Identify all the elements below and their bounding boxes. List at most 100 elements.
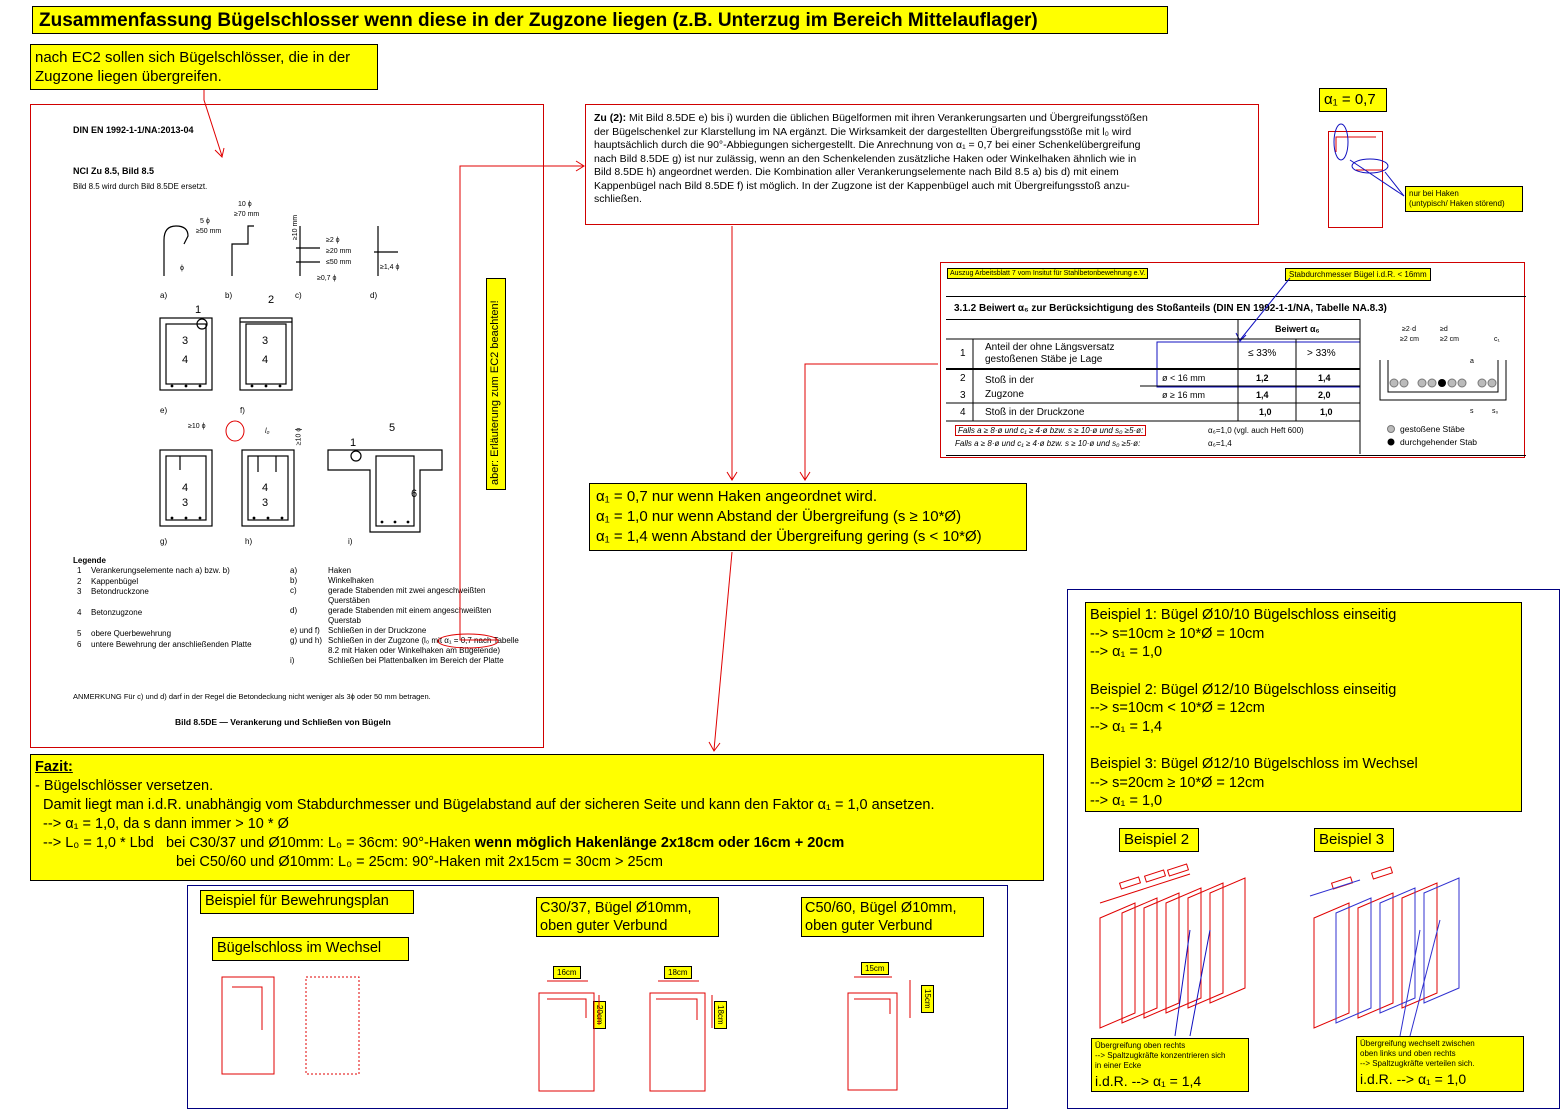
- fig-letter-e: e): [160, 406, 168, 415]
- haken-note-line: nur bei Haken: [1409, 189, 1459, 198]
- plan-subtitle: Bügelschloss im Wechsel: [212, 937, 409, 961]
- bsp3-stirrups: [1313, 902, 1350, 1029]
- plan-c30-stirrup-2: [649, 992, 706, 1092]
- connector-ec2-to-din: [203, 90, 223, 157]
- legend-right: a)Haken b)Winkelhaken c)gerade Stabenden…: [290, 566, 520, 666]
- plan-stirrup-solid: [221, 976, 275, 1075]
- plan-c50-line: C50/60, Bügel Ø10mm,: [805, 900, 957, 916]
- table-legend-durchgehend: durchgehender Stab: [1400, 437, 1478, 447]
- legend-text: Schließen in der Druckzone: [328, 626, 427, 635]
- legend-text: Betondruckzone: [91, 587, 149, 596]
- dim-70mm: ≥70 mm: [234, 211, 260, 218]
- arrow-head-zu2: [575, 160, 585, 172]
- legend-title: Legende: [73, 556, 106, 565]
- fazit-line: --> α₁ = 1,0, da s dann immer > 10 * Ø: [35, 816, 289, 832]
- legend-key: a): [290, 566, 298, 575]
- beispiel-2-line: --> s=10cm < 10*Ø = 12cm: [1090, 700, 1265, 716]
- connector-rules-to-fazit: [713, 551, 733, 751]
- num-1-e: 1: [195, 304, 202, 316]
- sketch-e: [159, 317, 213, 391]
- legend-text: Schließen bei Plattenbalken im Bereich d…: [328, 656, 504, 665]
- highlight-circle-alpha: [437, 633, 499, 649]
- bsp2-stirrups: [1099, 902, 1136, 1029]
- dim-50mm: ≥50 mm: [196, 228, 222, 235]
- fazit-title: Fazit:: [35, 759, 73, 775]
- beispiel-3-line: --> s=20cm ≥ 10*Ø = 12cm: [1090, 774, 1265, 791]
- plan-c30-stirrup-1: [538, 992, 595, 1092]
- ec2-note: nach EC2 sollen sich Bügelschlösser, die…: [30, 44, 378, 90]
- table-highlight-box: [1156, 341, 1361, 388]
- legend-text: obere Querbewehrung: [91, 629, 172, 638]
- bsp3-note-line: Übergreifung wechselt zwischen: [1360, 1039, 1475, 1048]
- sketch-h: [241, 449, 295, 527]
- hook-ellipse-1: [1333, 123, 1349, 161]
- zu2-line: hauptsächlich durch die 90°-Abbiegungen …: [594, 139, 1141, 151]
- num-3-f: 3: [262, 335, 269, 347]
- zu2-line: Kappenbügel nach Bild 8.5DE f) ist mögli…: [594, 179, 1130, 192]
- table-heading: 3.1.2 Beiwert α₆ zur Berücksichtigung de…: [954, 303, 1387, 314]
- din-replace: Bild 8.5 wird durch Bild 8.5DE ersetzt.: [73, 182, 208, 191]
- table-inner: [946, 296, 1526, 456]
- table-row-3-b: 2,0: [1318, 390, 1331, 400]
- table-fig-dim: ≥2 cm: [1440, 336, 1460, 343]
- fazit-box: Fazit: - Bügelschlösser versetzen. Damit…: [30, 754, 1044, 881]
- table-row-2-n: 2: [960, 373, 966, 384]
- din-nci: NCI Zu 8.5, Bild 8.5: [73, 166, 155, 176]
- dim-l0: l₀: [265, 428, 270, 435]
- table-foot-2-val: α₆=1,4: [1208, 439, 1232, 448]
- din-anmerkung: ANMERKUNG Für c) und d) darf in der Rege…: [73, 692, 431, 701]
- table-row-4-n: 4: [960, 407, 966, 418]
- fig-letter-g: g): [160, 537, 168, 546]
- legend-text: Schließen in der Zugzone (l₀ mit α₁ = 0,…: [328, 636, 519, 655]
- plan-c50-line: oben guter Verbund: [805, 918, 933, 934]
- fig-letter-a: a): [160, 291, 168, 300]
- dim-2phi: ≥2 ϕ: [326, 237, 340, 244]
- connector-din-to-zu2: [459, 165, 584, 641]
- table-fig-dim: a: [1470, 358, 1474, 365]
- sketch-b: [231, 225, 254, 276]
- bsp3-note-line: oben links und oben rechts: [1360, 1049, 1456, 1058]
- beispiel-3-note: Übergreifung wechselt zwischen oben link…: [1356, 1036, 1524, 1092]
- table-foot-1: Falls a ≥ 8·ø und c₁ ≥ 4·ø bzw. s ≥ 10·ø…: [955, 425, 1147, 436]
- page-title: Zusammenfassung Bügelschlosser wenn dies…: [32, 6, 1168, 34]
- table-fig-dim: ≥2·d: [1402, 326, 1416, 333]
- num-4-f: 4: [262, 354, 269, 366]
- legend-key: g) und h): [290, 636, 323, 645]
- sketch-g: [159, 449, 213, 527]
- legend-key: b): [290, 576, 298, 585]
- dim-16cm: 16cm: [553, 966, 581, 979]
- fig-letter-h: h): [245, 537, 253, 546]
- ec2-note-line-1: nach EC2 sollen sich Bügelschlösser, die…: [35, 49, 351, 66]
- legend-text: gerade Stabenden mit zwei angeschweißten…: [328, 586, 486, 605]
- table-row-3-n: 3: [960, 390, 966, 401]
- table-row-3-label: Zugzone: [985, 389, 1024, 400]
- zu2-line: nach Bild 8.5DE g) ist nur zulässig, wen…: [594, 152, 1137, 165]
- dim-5phi: 5 ϕ: [200, 218, 210, 225]
- zu2-line: Mit Bild 8.5DE e) bis i) wurden die übli…: [629, 112, 1148, 124]
- table-col-header: Beiwert α₆: [1275, 324, 1320, 334]
- table-row-4-a: 1,0: [1259, 407, 1272, 417]
- table-grid: [946, 319, 1360, 423]
- num-2-f: 2: [268, 294, 275, 306]
- plan-frame: [187, 885, 1008, 1109]
- beispiel-1-line: --> α₁ = 1,0: [1090, 644, 1163, 660]
- legend-text: Haken: [328, 566, 352, 575]
- table-row-1-label: Anteil der ohne Längsversatz gestoßenen …: [985, 342, 1115, 365]
- haken-note: nur bei Haken (untypisch/ Haken störend): [1405, 186, 1523, 212]
- table-row-2-cond: ø < 16 mm: [1162, 373, 1206, 383]
- table-row-3-a: 1,4: [1256, 390, 1269, 400]
- plan-c30-line: C30/37, Bügel Ø10mm,: [540, 900, 692, 916]
- arrow-head-fazit: [708, 741, 721, 752]
- legend-num: 5: [77, 629, 82, 638]
- fazit-line: bei C50/60 und Ø10mm: L₀ = 25cm: 90°-Hak…: [176, 854, 663, 870]
- table-fig-dim: s₀: [1492, 408, 1499, 415]
- plan-c50-stirrup: [847, 992, 898, 1091]
- beispiel-2-line: --> α₁ = 1,4: [1090, 718, 1163, 735]
- beispiel-1-line: --> s=10cm ≥ 10*Ø = 10cm: [1090, 625, 1265, 642]
- alpha-rule: α₁ = 0,7 nur wenn Haken angeordnet wird.: [596, 488, 877, 505]
- legend-text: Verankerungselemente nach a) bzw. b): [91, 566, 230, 575]
- haken-note-line: (untypisch/ Haken störend): [1409, 199, 1505, 208]
- plan-title: Beispiel für Bewehrungsplan: [200, 890, 414, 914]
- din-figure-frame: [30, 104, 544, 748]
- bsp2-result: i.d.R. --> α₁ = 1,4: [1095, 1073, 1202, 1089]
